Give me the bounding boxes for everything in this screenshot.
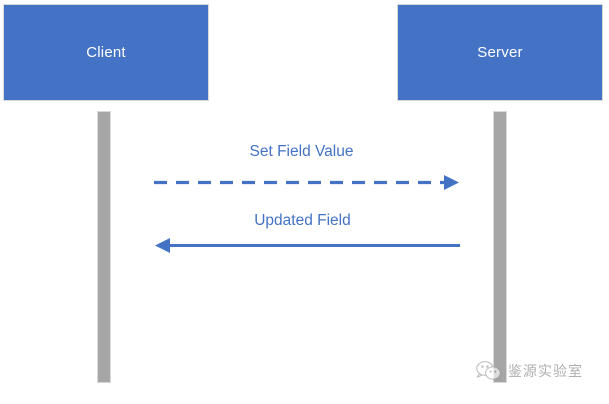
message-label-set-field-value: Set Field Value (0, 144, 609, 160)
participant-box-client[interactable]: Client (3, 4, 209, 101)
wechat-icon (476, 361, 501, 382)
message-label-updated-field-text: Updated Field (254, 212, 351, 229)
participant-label-server: Server (477, 44, 523, 61)
lifeline-server (493, 111, 507, 383)
message-label-updated-field: Updated Field (0, 213, 609, 229)
participant-label-client: Client (86, 44, 126, 61)
watermark-text: 鉴源实验室 (508, 363, 583, 379)
watermark: 鉴源实验室 (476, 360, 583, 382)
participant-box-server[interactable]: Server (397, 4, 603, 101)
message-arrow-set-field-value (154, 175, 459, 190)
message-arrow-updated-field (155, 238, 460, 253)
message-label-set-field-value-text: Set Field Value (249, 143, 354, 160)
lifeline-client (97, 111, 111, 383)
